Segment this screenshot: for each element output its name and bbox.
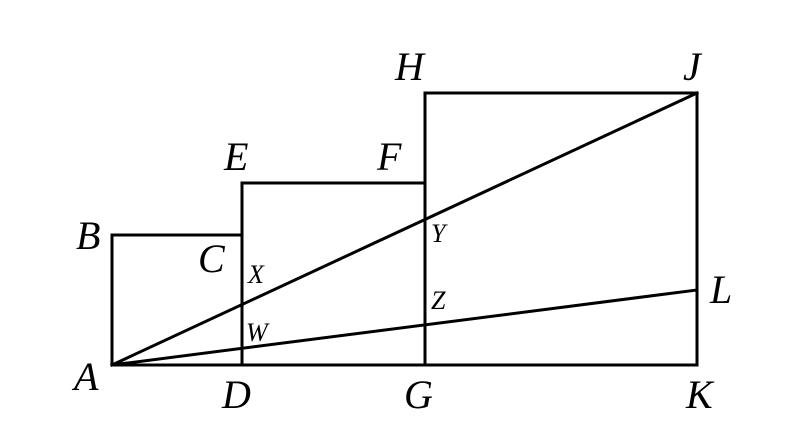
label-y: Y [431,219,448,248]
label-e: E [223,134,248,179]
label-b: B [76,213,100,258]
label-w: W [246,318,270,347]
label-d: D [221,372,251,417]
label-f: F [376,134,402,179]
label-l: L [709,267,732,312]
label-k: K [685,372,715,417]
label-h: H [394,44,426,89]
label-j: J [683,44,703,89]
label-a: A [71,354,99,399]
square-ghjk [423,91,699,367]
label-c: C [198,236,226,281]
label-z: Z [431,286,446,315]
label-g: G [404,372,433,417]
segment-al [110,288,699,367]
segment-aj [110,91,699,367]
label-x: X [247,260,265,289]
